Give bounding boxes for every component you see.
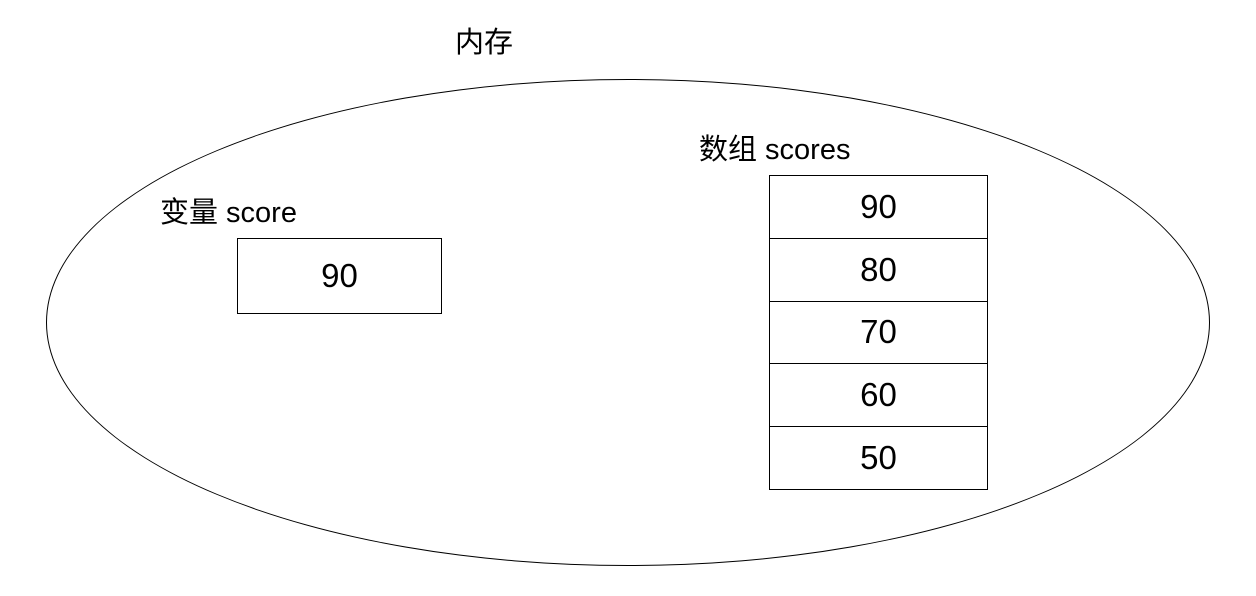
array-cell-1-value: 80	[860, 250, 897, 288]
array-cell-0-value: 90	[860, 187, 897, 225]
array-cell-1: 80	[770, 239, 987, 302]
array-label: 数组 scores	[699, 134, 851, 166]
array-cell-2-value: 70	[860, 313, 897, 351]
array-cell-4-value: 50	[860, 439, 897, 477]
array-cell-3-value: 60	[860, 376, 897, 414]
array-cell-3: 60	[770, 364, 987, 428]
array-cell-2: 70	[770, 302, 987, 365]
array-cell-0: 90	[770, 176, 987, 239]
variable-label: 变量 score	[160, 197, 297, 229]
memory-ellipse	[46, 79, 1210, 566]
variable-box: 90	[237, 238, 442, 314]
array-cell-4: 50	[770, 427, 987, 489]
memory-title: 内存	[455, 27, 514, 59]
variable-value: 90	[321, 257, 358, 294]
array-box: 90 80 70 60 50	[769, 175, 988, 490]
